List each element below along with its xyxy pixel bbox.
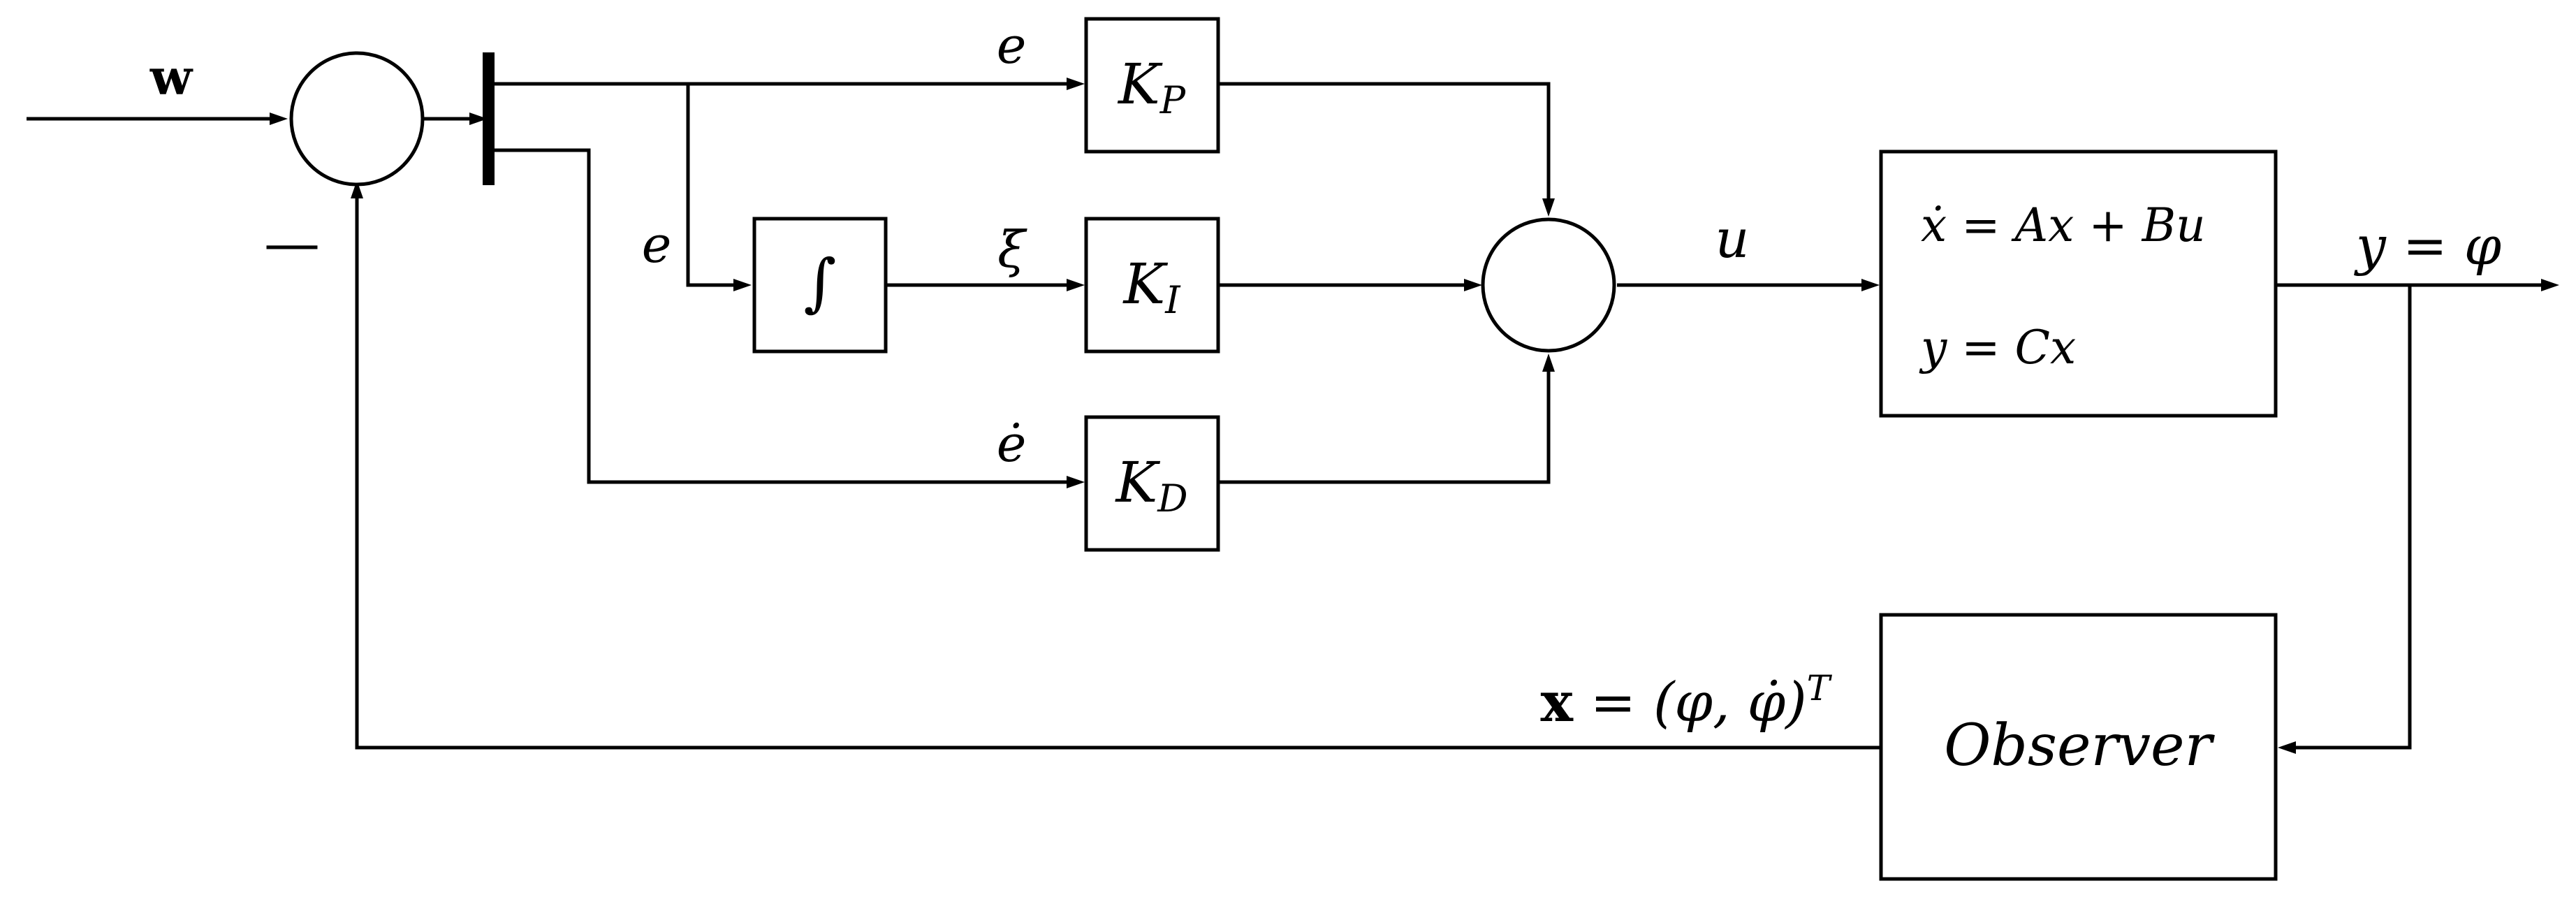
integrator-block [752, 217, 888, 354]
error-i-label: e [642, 215, 672, 274]
arrowhead-kp [1067, 78, 1085, 90]
output-to-observer-wire [2288, 285, 2412, 750]
state-vector-definition: = (φ, φ̇) [1573, 671, 1807, 734]
control-signal-label: u [1715, 208, 1750, 270]
ki-main: K [1122, 252, 1168, 317]
branch-point-bar [483, 52, 495, 185]
arrowhead-observer [2278, 741, 2296, 754]
arrowhead-integrator [733, 279, 752, 291]
arrowhead-ki [1067, 279, 1085, 291]
feedback-wire [355, 190, 1881, 750]
arrowheads [270, 78, 2559, 754]
kd-label: KD [1114, 450, 1187, 521]
arrowhead-sum-top [1542, 198, 1555, 217]
arrowhead-kd [1067, 476, 1085, 488]
ki-label: KI [1122, 252, 1181, 322]
arrowhead-plant [1861, 279, 1880, 291]
summing-junction-control [1481, 217, 1616, 353]
observer-label: Observer [1944, 713, 2215, 779]
plant-block [1879, 150, 2278, 418]
arrowhead-branch [469, 112, 488, 125]
arrowhead-feedback [351, 180, 363, 198]
kd-to-sum-wire [1218, 365, 1551, 484]
minus-sign-label: — [264, 210, 320, 275]
ki-block [1084, 217, 1220, 354]
kp-label: KP [1117, 52, 1187, 122]
error-derivative-label: ė [997, 414, 1027, 473]
error-p-label: e [997, 16, 1027, 75]
kd-main: K [1114, 450, 1160, 515]
summing-junction-error [289, 51, 425, 187]
d-branch-wire [489, 148, 1076, 484]
ki-subscript: I [1164, 278, 1181, 322]
integrator-symbol: ∫ [804, 246, 837, 319]
kp-subscript: P [1159, 78, 1187, 122]
state-feedback-label: x = (φ, φ̇)T [1541, 668, 1833, 734]
kp-block [1084, 17, 1220, 154]
transpose-superscript: T [1807, 668, 1833, 708]
arrowhead-sum-bottom [1542, 354, 1555, 372]
arrowhead-output [2541, 279, 2559, 291]
arrowhead-reference [270, 112, 288, 125]
reference-input-label: w [149, 48, 193, 106]
i-branch-wire [686, 84, 740, 287]
kp-main: K [1117, 52, 1163, 117]
arrowhead-sum-left [1464, 279, 1482, 291]
kd-subscript: D [1157, 477, 1187, 521]
output-signal-label: y = φ [2354, 214, 2501, 277]
integral-state-label: ξ [997, 220, 1027, 279]
state-vector-symbol: x [1541, 671, 1574, 734]
observer-block [1879, 613, 2278, 881]
kd-block [1084, 415, 1220, 552]
plant-state-equation: ẋ = Ax + Bu [1921, 198, 2206, 252]
kp-to-sum-wire [1218, 82, 1551, 206]
plant-output-equation: y = Cx [1919, 321, 2076, 374]
signal-wires [27, 82, 2542, 750]
